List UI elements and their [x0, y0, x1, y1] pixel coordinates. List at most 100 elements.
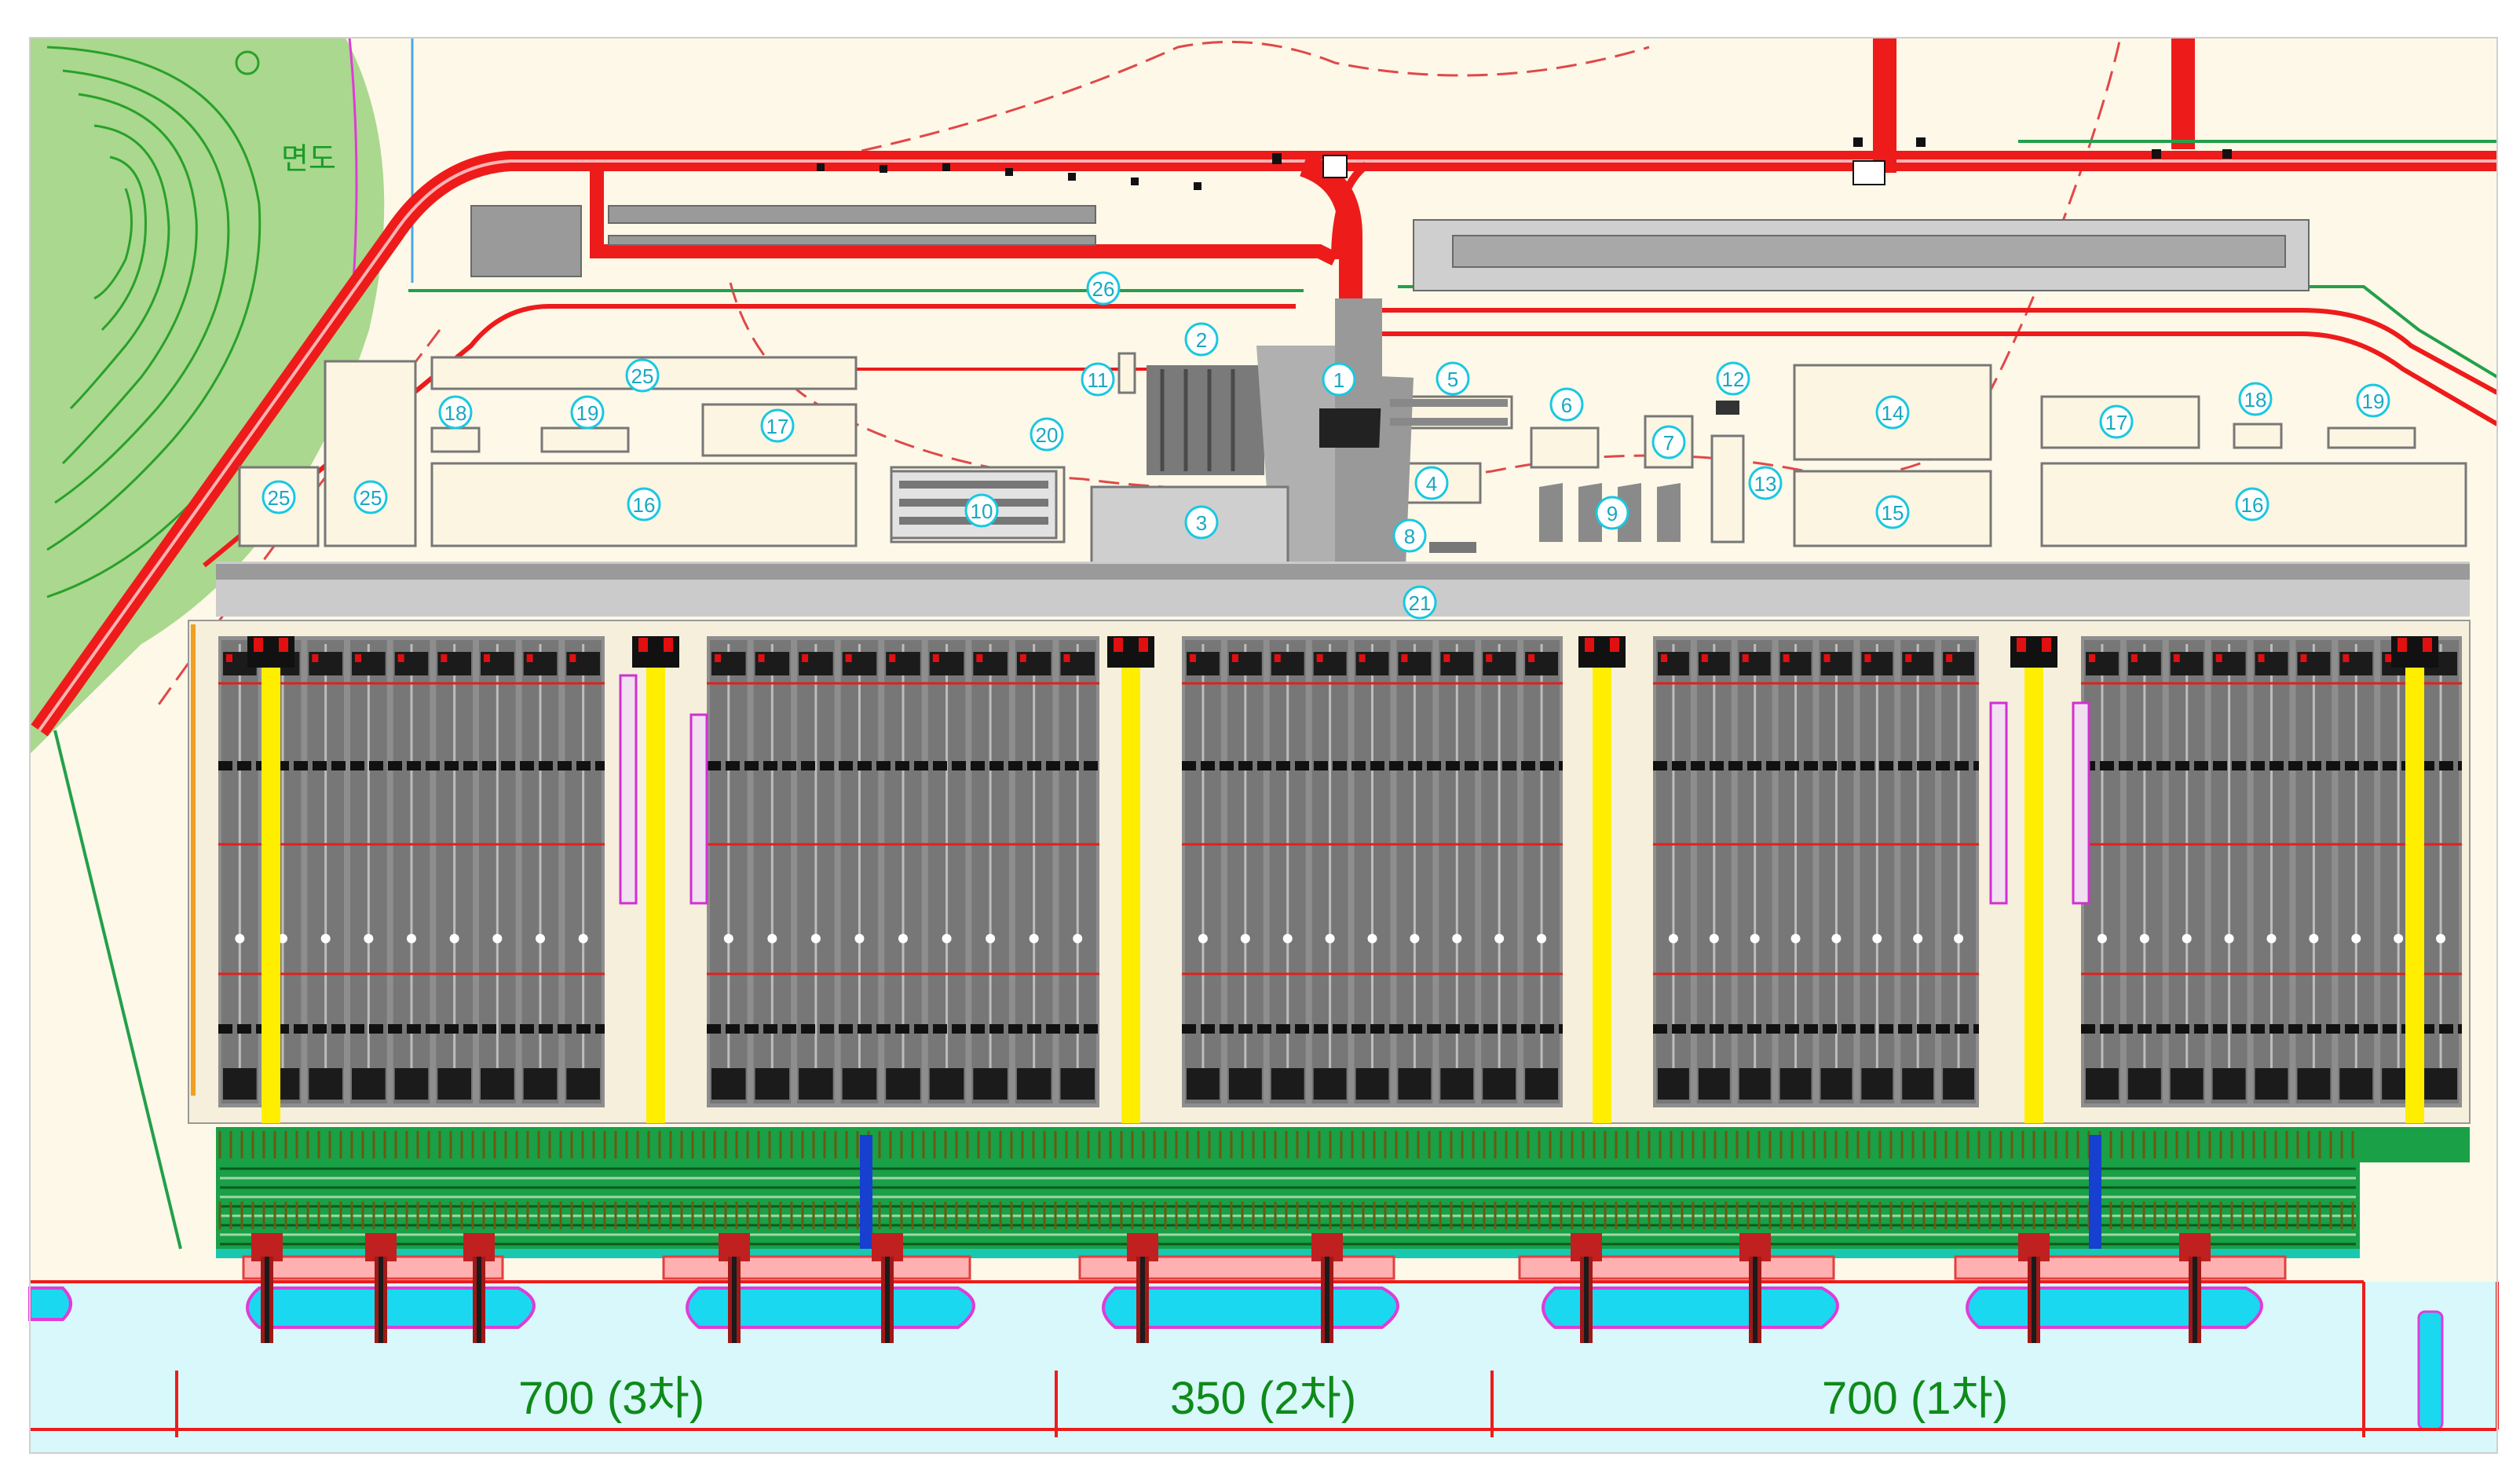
yard-marker: [2097, 934, 2107, 943]
svg-text:8: 8: [1404, 525, 1415, 548]
svg-text:26: 26: [1092, 277, 1115, 301]
stack-crane-mark: [1231, 654, 1238, 662]
rail-head-mark: [1114, 638, 1123, 652]
stack-crane-bottom: [1902, 1068, 1934, 1100]
stack-crane-mark: [1274, 654, 1281, 662]
rail-head-mark: [254, 638, 263, 652]
crane-rail: [1593, 652, 1611, 1123]
stack-crane-bottom: [1698, 1068, 1730, 1100]
stack-crane-bottom: [352, 1068, 386, 1100]
rail-head-mark: [2423, 638, 2432, 652]
road-markers: [817, 137, 2232, 190]
stack-crane-mark: [1316, 654, 1323, 662]
marker-21: 21: [1403, 585, 1437, 620]
stack-crane-mark: [1190, 654, 1196, 662]
stack-crane-bottom: [1779, 1068, 1812, 1100]
marker-25a: 25: [625, 358, 660, 393]
stack-crane-bottom: [566, 1068, 600, 1100]
yard-marker: [1831, 934, 1842, 943]
stack-crane-bottom: [1228, 1068, 1262, 1100]
yard-marker: [986, 934, 996, 943]
rail-head-mark: [2042, 638, 2051, 652]
stack-crane-bottom: [1861, 1068, 1893, 1100]
quay-crane-core: [477, 1257, 481, 1343]
yard-marker: [578, 934, 588, 943]
yard-marker: [2182, 934, 2192, 943]
stack-crane-bottom: [2086, 1068, 2119, 1100]
marker-17a: 17: [760, 408, 795, 443]
stack-crane-mark: [1864, 654, 1871, 662]
light-tower: [689, 713, 708, 905]
yard-marker: [854, 934, 865, 943]
yard-marker: [2266, 934, 2277, 943]
yard-marker: [2224, 934, 2234, 943]
yard-marker: [1282, 934, 1293, 943]
rail-head-mark: [1139, 638, 1148, 652]
yard-marker: [1790, 934, 1801, 943]
utility-tanks-9: [1539, 483, 1681, 542]
marker-12: 12: [1716, 361, 1750, 396]
stack-crane-bottom: [2339, 1068, 2373, 1100]
stack-crane-bottom: [1739, 1068, 1771, 1100]
container-yard: [188, 620, 2471, 1124]
marker-10: 10: [964, 493, 999, 528]
stack-crane-mark: [2130, 654, 2138, 662]
stack-crane-mark: [845, 654, 852, 662]
quay-crane-core: [2193, 1257, 2197, 1343]
stack-crane-mark: [1359, 654, 1366, 662]
stack-crane-bottom: [394, 1068, 429, 1100]
yard-marker: [810, 934, 821, 943]
quay-crane-core: [885, 1257, 890, 1343]
marker-19b: 19: [2356, 383, 2390, 418]
yard-marker: [1198, 934, 1208, 943]
svg-text:1: 1: [1333, 368, 1344, 392]
yard-marker: [2351, 934, 2361, 943]
stack-crane-mark: [1661, 654, 1667, 662]
svg-text:4: 4: [1426, 472, 1437, 496]
marker-13: 13: [1748, 466, 1783, 500]
berth-segment-label-1: 700 (1차): [1822, 1373, 2008, 1424]
stack-crane-bottom: [1187, 1068, 1220, 1100]
marker-16b: 16: [2235, 487, 2269, 522]
yard-marker: [407, 934, 416, 943]
stack-crane-bottom: [1943, 1068, 1974, 1100]
svg-text:7: 7: [1663, 431, 1674, 455]
yard-marker: [942, 934, 952, 943]
stack-crane-mark: [976, 654, 983, 662]
stack-crane-mark: [397, 654, 404, 662]
berth-dimension-line: [30, 1371, 2497, 1437]
yard-marker: [1073, 934, 1083, 943]
road-network: [31, 38, 2499, 737]
yard-marker: [767, 934, 777, 943]
svg-text:6: 6: [1561, 393, 1572, 417]
stack-crane-bottom: [711, 1068, 746, 1100]
berth-fenders: [242, 1255, 2287, 1280]
stack-crane-mark: [441, 654, 448, 662]
stack-crane-bottom: [1525, 1068, 1558, 1100]
stack-crane-bottom: [886, 1068, 920, 1100]
stack-crane-bottom: [1440, 1068, 1474, 1100]
crane-rail: [2405, 652, 2424, 1123]
stack-crane-mark: [889, 654, 896, 662]
stack-crane-bottom: [755, 1068, 790, 1100]
marker-18a: 18: [438, 395, 473, 430]
yard-marker: [1872, 934, 1882, 943]
marker-11: 11: [1081, 362, 1115, 397]
yard-marker: [1668, 934, 1678, 943]
yard-marker: [1452, 934, 1462, 943]
stack-crane-bottom: [2170, 1068, 2204, 1100]
stack-crane-bottom: [523, 1068, 558, 1100]
stack-crane-mark: [1783, 654, 1790, 662]
stack-crane-mark: [312, 654, 319, 662]
crane-rail: [2024, 652, 2043, 1123]
yard-marker: [1494, 934, 1505, 943]
block-5: [1390, 399, 1508, 426]
stack-crane-mark: [2258, 654, 2265, 662]
yard-marker: [235, 934, 245, 943]
yard-marker: [898, 934, 908, 943]
svg-text:14: 14: [1882, 401, 1904, 425]
yard-marker: [2394, 934, 2404, 943]
stack-crane-bottom: [2297, 1068, 2331, 1100]
stack-crane-mark: [1443, 654, 1450, 662]
marker-15: 15: [1875, 495, 1910, 529]
